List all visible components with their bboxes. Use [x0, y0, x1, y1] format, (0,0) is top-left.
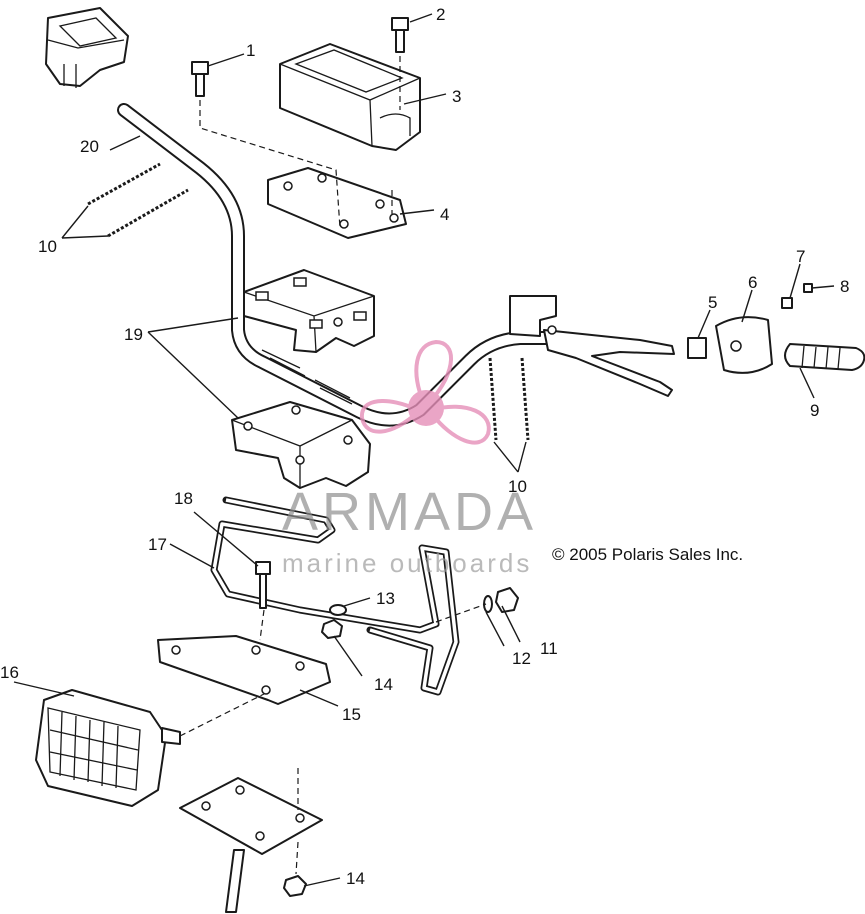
propeller-logo-icon [359, 339, 491, 445]
brake-lever [509, 295, 675, 397]
hand-grip [784, 343, 865, 371]
copyright-notice: © 2005 Polaris Sales Inc. [552, 545, 743, 564]
callout-14-upper: 14 [374, 675, 393, 694]
nut-14-lower [283, 875, 307, 897]
callout-3: 3 [452, 87, 461, 106]
nut-11 [495, 587, 519, 613]
studs-right [488, 357, 530, 441]
callout-4: 4 [440, 205, 449, 224]
callout-7: 7 [796, 247, 805, 266]
lower-mounting-plate [179, 777, 323, 855]
callout-2: 2 [436, 5, 445, 24]
bolt-18 [255, 561, 271, 609]
handlebar-pad [279, 43, 421, 151]
throttle-bushing [687, 337, 707, 359]
headlight-guard [210, 496, 460, 696]
callout-19: 19 [124, 325, 143, 344]
callout-10-left: 10 [38, 237, 57, 256]
mounting-plate [267, 167, 407, 239]
instrument-housing [45, 7, 129, 88]
callout-12: 12 [512, 649, 531, 668]
upper-clamp [243, 269, 375, 353]
watermark-subtitle: marine outboards [282, 548, 532, 578]
callout-6: 6 [748, 273, 757, 292]
washer-12 [483, 595, 493, 613]
studs-left [87, 162, 189, 238]
bolt-2 [391, 17, 409, 53]
nut-14-upper [321, 619, 343, 639]
callout-14-lower: 14 [346, 869, 365, 888]
callout-10-right: 10 [508, 477, 527, 496]
callout-13: 13 [376, 589, 395, 608]
armada-watermark: ARMADA marine outboards [282, 339, 537, 578]
bolt-1 [191, 61, 209, 97]
watermark-title: ARMADA [282, 482, 537, 542]
callout-11: 11 [540, 639, 558, 658]
leader-lines [13, 13, 835, 887]
callout-17: 17 [148, 535, 167, 554]
callout-1: 1 [246, 41, 255, 60]
washer-13 [329, 604, 347, 616]
callout-labels: 1 2 3 4 5 6 7 8 9 10 10 11 12 13 14 14 1… [0, 5, 849, 888]
headlight-bracket [157, 635, 331, 705]
screw-8 [803, 283, 813, 293]
callout-18: 18 [174, 489, 193, 508]
callout-8: 8 [840, 277, 849, 296]
callout-15: 15 [342, 705, 361, 724]
callout-5: 5 [708, 293, 717, 312]
throttle-housing [715, 316, 773, 374]
lower-clamp [231, 401, 371, 489]
callout-9: 9 [810, 401, 819, 420]
screw-7 [781, 297, 793, 309]
callout-16: 16 [0, 663, 19, 682]
handlebar [117, 103, 567, 427]
headlight [35, 689, 181, 807]
callout-20: 20 [80, 137, 99, 156]
